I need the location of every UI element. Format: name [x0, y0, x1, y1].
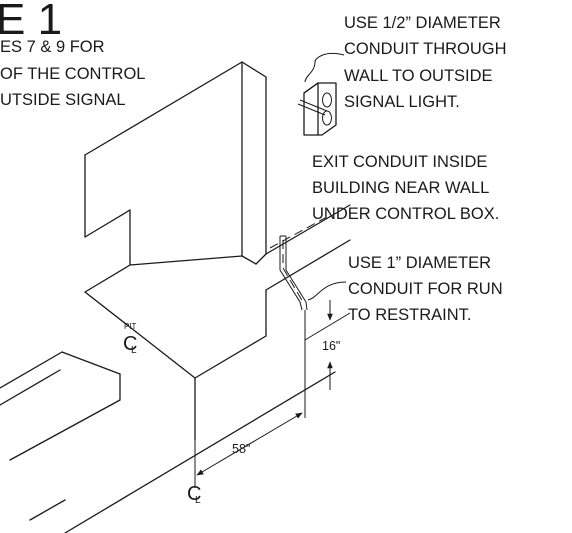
- note-run-line-3: TO RESTRAINT.: [348, 306, 471, 324]
- restraint-centerline-c: C: [187, 483, 201, 505]
- pit-centerline-l: L: [131, 345, 137, 356]
- restraint-centerline-l: L: [195, 495, 201, 506]
- signal-light-housing: [303, 82, 337, 136]
- partial-note-line-2: OF THE CONTROL: [0, 65, 145, 83]
- note-exit-conduit: EXIT CONDUIT INSIDE BUILDING NEAR WALL U…: [312, 153, 499, 223]
- pit-tag-label: PIT: [124, 322, 137, 331]
- dimension-vertical-label: 16": [322, 339, 340, 353]
- signal-lens-top: [322, 92, 332, 108]
- signal-lens-bottom: [322, 110, 332, 126]
- note-run-line-2: CONDUIT FOR RUN: [348, 280, 503, 298]
- dimension-horizontal-label: 58": [232, 442, 250, 456]
- note-exit-line-2: BUILDING NEAR WALL: [312, 179, 489, 197]
- partial-note-left: ES 7 & 9 FOR OF THE CONTROL UTSIDE SIGNA…: [0, 38, 145, 109]
- conduit-run: [269, 217, 326, 418]
- wall-structure: [0, 61, 351, 533]
- note-exit-line-3: UNDER CONTROL BOX.: [312, 205, 499, 223]
- partial-note-line-1: ES 7 & 9 FOR: [0, 38, 105, 56]
- note-run-line-1: USE 1” DIAMETER: [348, 254, 491, 272]
- dimension-16in: 16": [304, 300, 351, 390]
- note-signal-line-4: SIGNAL LIGHT.: [344, 93, 460, 111]
- note-signal-light: USE 1/2” DIAMETER CONDUIT THROUGH WALL T…: [344, 14, 507, 111]
- restraint-centerline: C L: [187, 440, 201, 506]
- pit-centerline-c: C: [123, 333, 137, 355]
- note-signal-line-2: CONDUIT THROUGH: [344, 40, 507, 58]
- page-title-fragment: E 1: [0, 0, 62, 44]
- dimension-58in: 58": [196, 412, 303, 476]
- note-exit-line-1: EXIT CONDUIT INSIDE: [312, 153, 487, 171]
- note-run-conduit: USE 1” DIAMETER CONDUIT FOR RUN TO RESTR…: [307, 254, 503, 324]
- pit-centerline: PIT C L: [123, 322, 137, 356]
- note-signal-line-3: WALL TO OUTSIDE: [344, 67, 493, 85]
- note-signal-line-1: USE 1/2” DIAMETER: [344, 14, 501, 32]
- partial-note-line-3: UTSIDE SIGNAL: [0, 91, 126, 109]
- signal-light: [297, 52, 345, 136]
